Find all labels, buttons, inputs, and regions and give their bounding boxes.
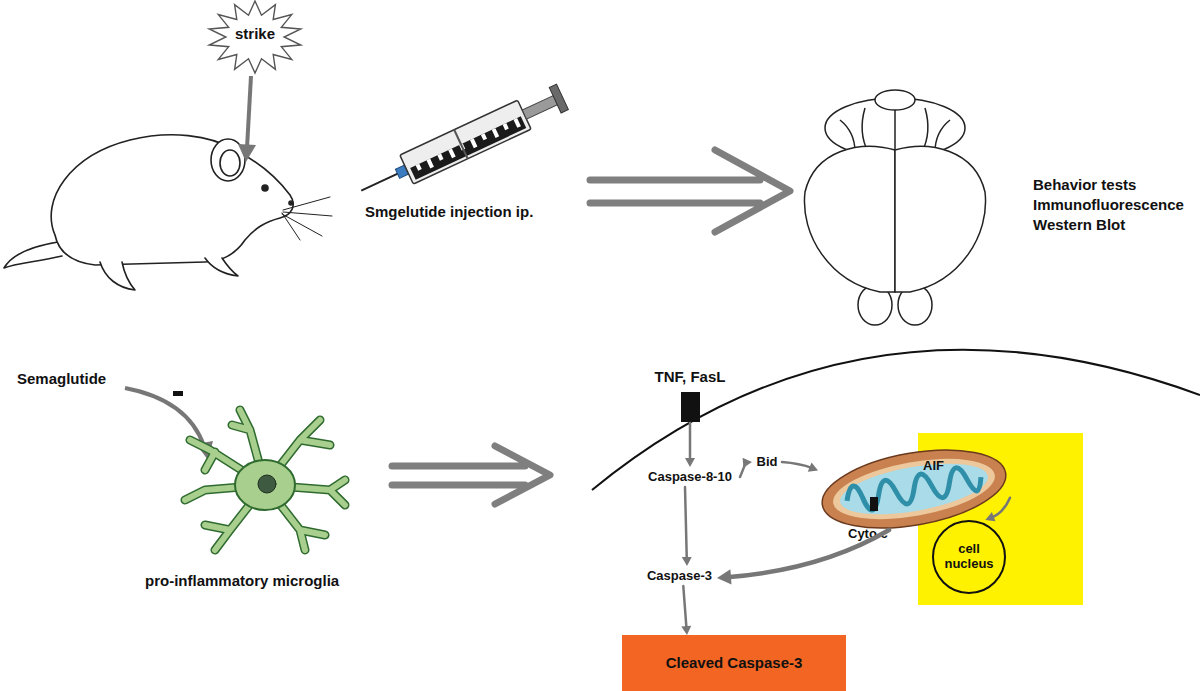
arrowhead [682, 557, 692, 566]
node-label: Cleaved Caspase-3 [666, 654, 803, 671]
syringe-illustration [410, 116, 526, 179]
brain-illustration [895, 146, 986, 292]
microglia-illustration [185, 410, 345, 550]
arrowhead [808, 463, 818, 472]
syringe-illustration [503, 123, 509, 130]
mouse-illustration [289, 201, 293, 205]
mouse-illustration [100, 262, 135, 290]
cristae [845, 464, 984, 514]
mitochondrion-inner [829, 448, 1000, 530]
pathway-step: Caspase-3 [642, 566, 717, 586]
minus-sign [173, 391, 183, 396]
method-label: Immunofluorescence [1033, 196, 1184, 214]
component-label: Cyto c [848, 527, 888, 542]
double-arrow [590, 150, 790, 232]
receptor-symbol [681, 392, 700, 422]
method-label: Behavior tests [1033, 176, 1136, 194]
cell-type-label: pro-inflammatory microglia [145, 572, 339, 590]
syringe-illustration [522, 95, 559, 119]
syringe-illustration [426, 159, 433, 169]
connector-arrow [685, 487, 687, 560]
procedure-label: Smgelutide injection ip. [365, 203, 533, 221]
component-label: AIF [923, 459, 944, 474]
mouse-illustration [4, 135, 332, 290]
node-label: TNF, FasL [655, 368, 726, 385]
microglia-illustration [185, 410, 345, 550]
connector-arrow [683, 586, 686, 629]
syringe-illustration [361, 172, 402, 191]
syringe-illustration [470, 138, 477, 148]
mouse-illustration [282, 197, 332, 240]
syringe-illustration [481, 133, 487, 140]
brain-illustration [875, 90, 915, 110]
syringe-illustration [400, 100, 531, 184]
connector-arrow [991, 498, 1010, 518]
result-box: Cleaved Caspase-3 [622, 635, 846, 691]
node-label: Caspase-3 [647, 569, 712, 584]
syringe-illustration [492, 128, 499, 138]
microglia-illustration [235, 460, 295, 510]
connector-arrow [782, 462, 812, 468]
mitochondrion-shape [816, 437, 1012, 540]
syringe-illustration [549, 84, 568, 113]
node-label: strike [235, 25, 275, 42]
strike-arrow [247, 76, 251, 148]
node-label: Bid [757, 455, 778, 470]
arrowhead [685, 458, 695, 467]
strike-arrow [238, 76, 256, 162]
syringe-illustration [514, 118, 521, 128]
mitochondrion-node: AIFCyto c [818, 445, 1010, 530]
brain-illustration [804, 90, 985, 325]
starburst-shape [209, 1, 301, 73]
syringe-illustration [354, 82, 569, 205]
syringe-illustration [448, 148, 455, 158]
strike-arrow [238, 144, 256, 162]
microglia-illustration [258, 475, 276, 493]
mouse-illustration [51, 135, 293, 265]
node-label: Caspase-8-10 [648, 470, 732, 485]
mouse-illustration [205, 258, 238, 276]
microglia-illustration [185, 410, 345, 550]
syringe-illustration [437, 154, 443, 161]
syringe-illustration [454, 130, 468, 159]
arrowhead [717, 569, 732, 584]
arrowhead [681, 626, 691, 635]
connector-arrow [740, 463, 746, 478]
method-label: Western Blot [1033, 216, 1125, 234]
arrowhead [743, 458, 752, 468]
mouse-illustration [262, 185, 268, 191]
node-label: cell nucleus [938, 542, 1000, 572]
nucleus-circle: cell nucleus [932, 520, 1006, 594]
drug-label: Semaglutide [17, 370, 106, 388]
syringe-illustration [416, 164, 422, 171]
microglia-illustration [185, 410, 345, 550]
mouse-illustration [220, 150, 240, 176]
connector-arrow [727, 530, 889, 577]
syringe-illustration [416, 118, 521, 173]
connector-arrow [689, 423, 692, 461]
double-arrow [392, 446, 550, 504]
receptor-node: TNF, FasL [635, 368, 745, 423]
microglia-illustration [185, 410, 345, 550]
arrowhead [985, 512, 995, 521]
pathway-step: Bid [752, 453, 782, 471]
pathway-step: Caspase-8-10 [640, 467, 740, 487]
starburst-node: strike [207, 0, 303, 74]
mitochondrion-outer [816, 437, 1012, 540]
mitochondrion-shape [818, 445, 1010, 530]
mitochondrion-matrix [836, 454, 991, 523]
mouse-illustration [4, 242, 62, 268]
channel-symbol [870, 497, 878, 511]
brain-illustration [804, 146, 895, 292]
